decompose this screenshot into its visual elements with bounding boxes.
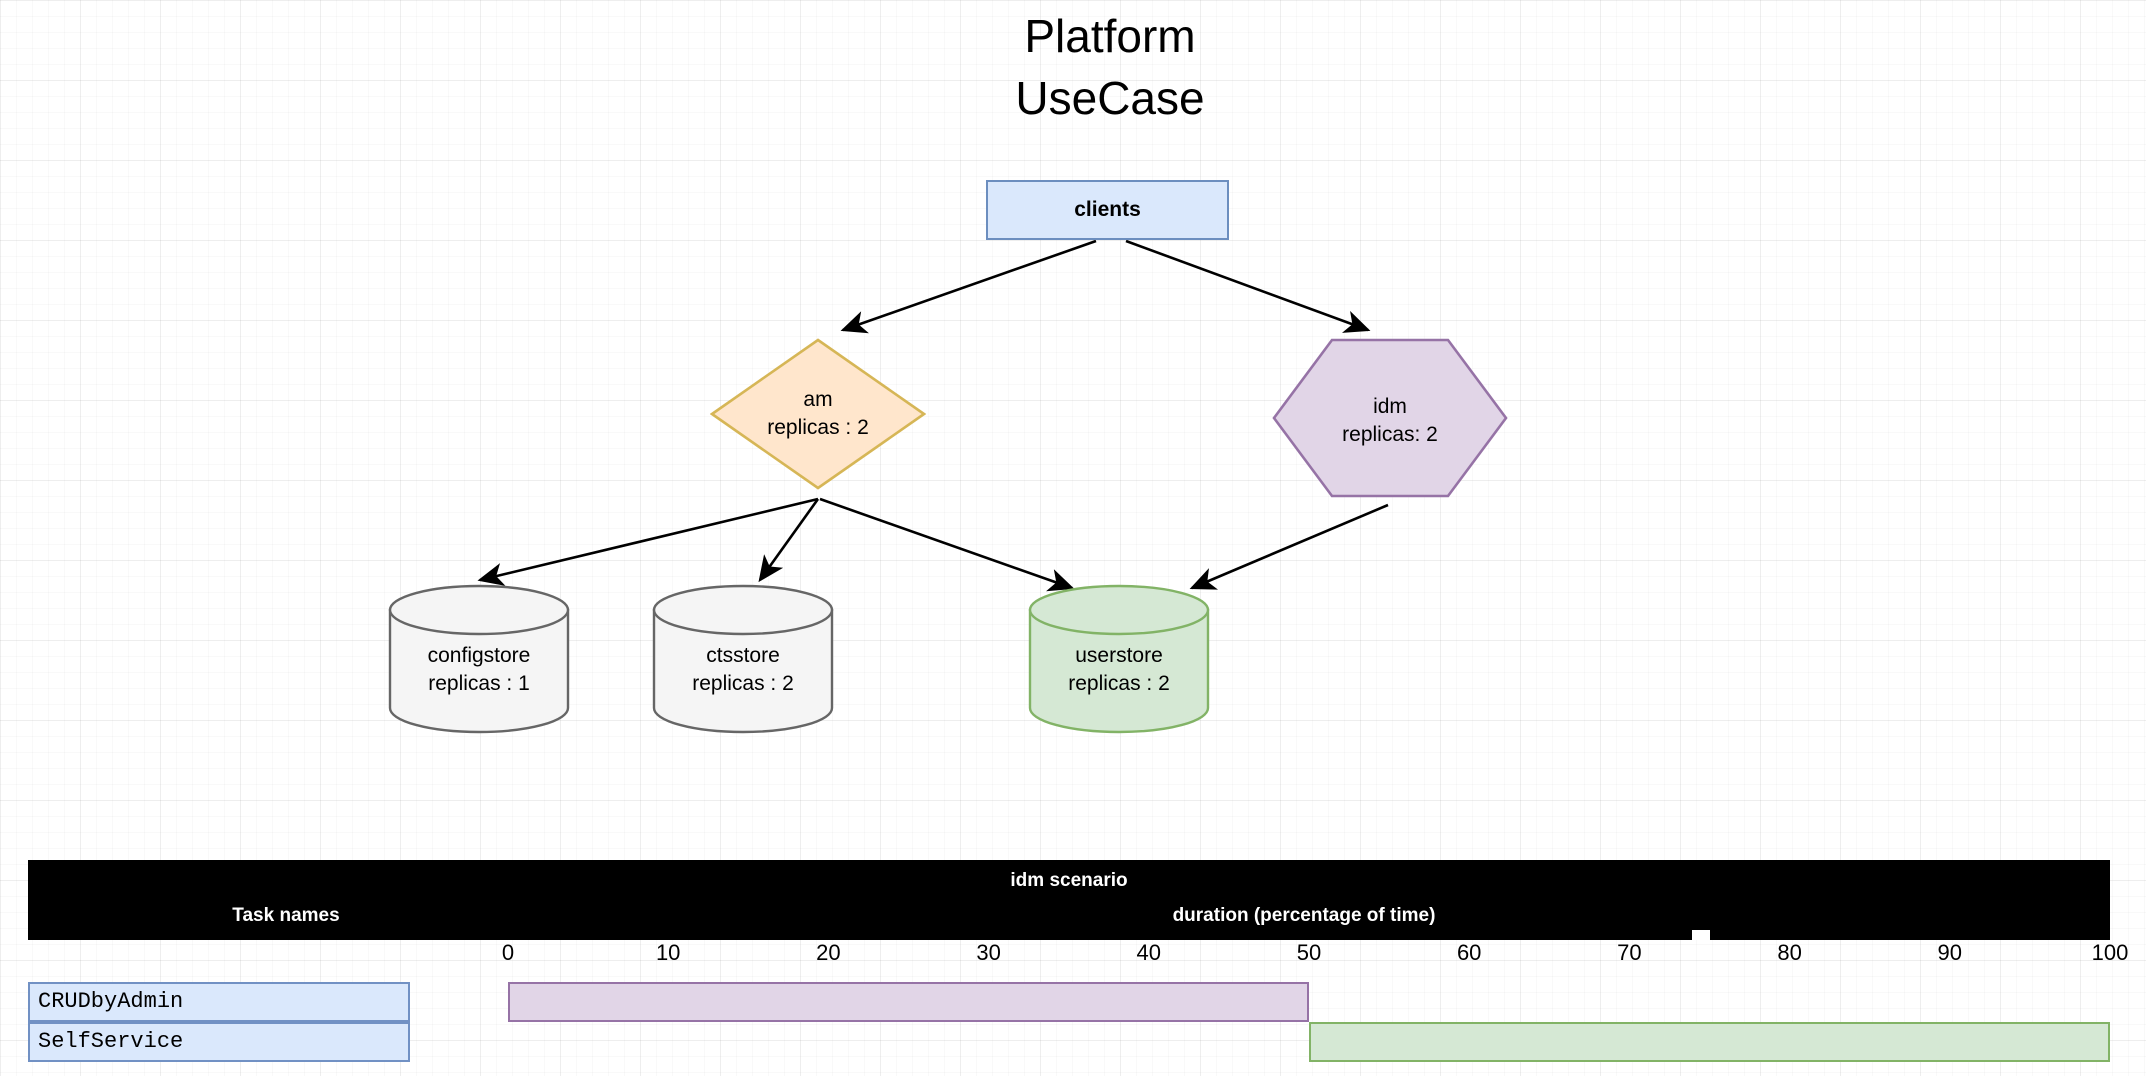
- gantt-tasknames-header: Task names: [232, 905, 340, 926]
- gantt-duration-header: duration (percentage of time): [1172, 905, 1436, 926]
- axis-tick-label: 70: [1617, 940, 1642, 965]
- axis-tick-label: 50: [1296, 940, 1322, 965]
- page-title: Platform UseCase: [1015, 10, 1205, 124]
- axis-tick-label: 20: [816, 940, 841, 965]
- node-idm[interactable]: idm replicas: 2: [1272, 338, 1508, 498]
- gantt-axis: 0 10 20 30 40 50 60 70 80 90 100: [0, 940, 2146, 974]
- node-ctsstore[interactable]: ctsstore replicas : 2: [652, 584, 834, 734]
- node-idm-label: idm replicas: 2: [1342, 395, 1438, 447]
- axis-tick-label: 30: [976, 940, 1001, 965]
- axis-tick-label: 10: [655, 940, 681, 965]
- axis-tick-label: 100: [2091, 940, 2129, 965]
- node-clients-label: clients: [1074, 198, 1141, 221]
- node-configstore[interactable]: configstore replicas : 1: [388, 584, 570, 734]
- node-ctsstore-label: ctsstore replicas : 2: [692, 643, 794, 695]
- node-clients[interactable]: clients: [986, 180, 1229, 240]
- gantt-header-notch: [1692, 930, 1710, 940]
- gantt-bar[interactable]: [1309, 1022, 2110, 1062]
- axis-tick-label: 90: [1937, 940, 1963, 965]
- axis-tick-label: 60: [1456, 940, 1482, 965]
- axis-tick-label: 80: [1777, 940, 1802, 965]
- node-userstore[interactable]: userstore replicas : 2: [1028, 584, 1210, 734]
- gantt-header-bar: idm scenario Task names duration (percen…: [28, 860, 2110, 940]
- node-am[interactable]: am replicas : 2: [709, 338, 927, 490]
- node-userstore-label: userstore replicas : 2: [1068, 643, 1170, 695]
- cylinder-shape: [388, 584, 570, 734]
- task-name-cell[interactable]: SelfService: [28, 1022, 410, 1062]
- cylinder-shape: [652, 584, 834, 734]
- axis-tick-label: 0: [501, 940, 515, 965]
- diamond-shape: [709, 338, 927, 490]
- node-configstore-label: configstore replicas : 1: [427, 643, 531, 695]
- gantt-scenario-title: idm scenario: [1010, 870, 1128, 891]
- cylinder-shape: [1028, 584, 1210, 734]
- node-am-label: am replicas : 2: [767, 388, 869, 439]
- hexagon-shape: [1272, 338, 1508, 498]
- task-name-cell[interactable]: CRUDbyAdmin: [28, 982, 410, 1022]
- gantt-bar[interactable]: [508, 982, 1309, 1022]
- axis-tick-label: 40: [1136, 940, 1162, 965]
